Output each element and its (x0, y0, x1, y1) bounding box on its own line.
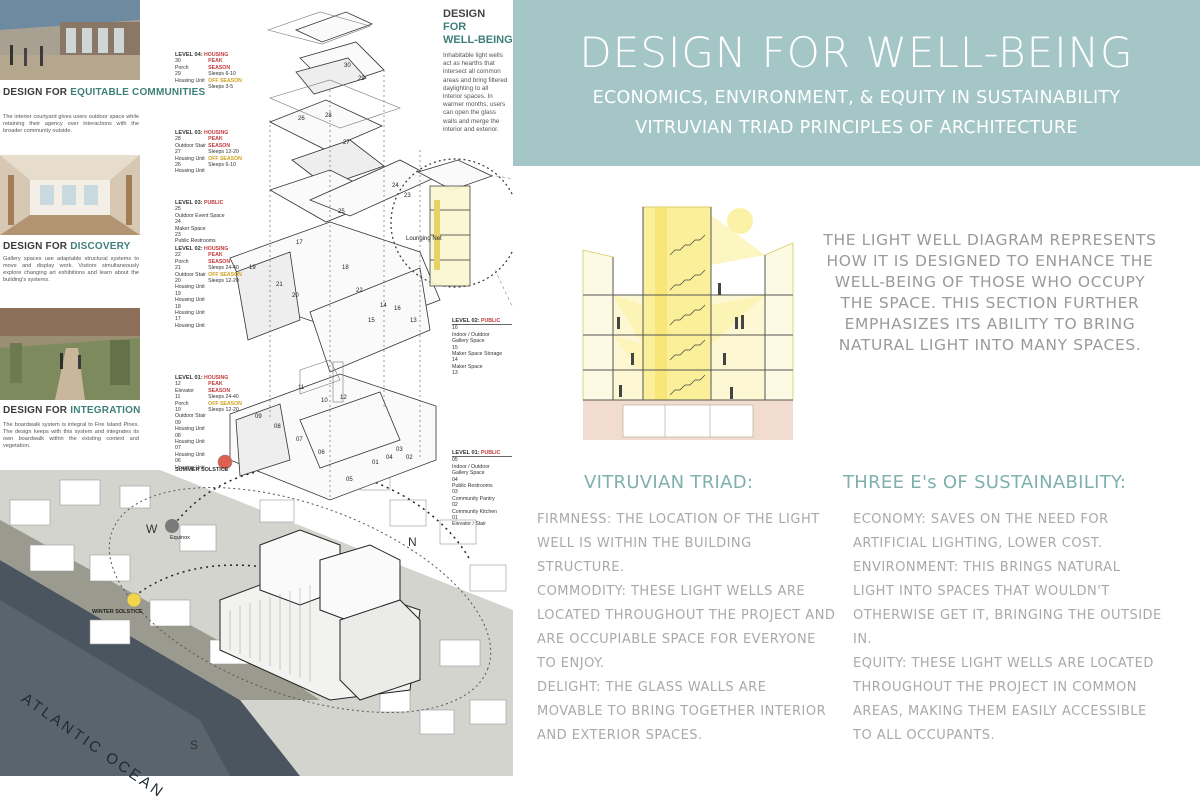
light-well-description: THE LIGHT WELL DIAGRAM REPRESENTS HOW IT… (823, 231, 1157, 354)
label-west: W (146, 522, 158, 536)
page-title: DESIGN FOR WELL-BEING (579, 28, 1134, 77)
caption-body-discovery: Gallery spaces use adaptable structural … (3, 256, 139, 283)
caption-body-equitable: The interior courtyard gives users outdo… (3, 114, 139, 134)
three-es-economy: ECONOMY: SAVES ON THE NEED FOR ARTIFICIA… (853, 512, 1109, 551)
vitruvian-firmness: FIRMNESS: THE LOCATION OF THE LIGHT WELL… (537, 512, 820, 575)
photo-courtyard (0, 0, 140, 80)
wellbeing-side-body: Inhabitable light wells act as hearths t… (443, 52, 508, 133)
caption-body-integration: The boardwalk system is integral to Fire… (3, 422, 139, 449)
vitruvian-title: VITRUVIAN TRIAD: (584, 472, 754, 493)
page-subtitle-2: VITRUVIAN TRIAD PRINCIPLES OF ARCHITECTU… (635, 118, 1078, 138)
label-winter-solstice: WINTER SOLSTICE (92, 609, 143, 615)
vitruvian-commodity: COMMODITY: THESE LIGHT WELLS ARE LOCATED… (537, 584, 836, 671)
header-band: DESIGN FOR WELL-BEING ECONOMICS, ENVIRON… (513, 0, 1200, 166)
label-equinox: Equinox (170, 535, 190, 541)
caption-title-integration: DESIGN FOR INTEGRATION (3, 405, 141, 416)
label-lounging-net: Lounging Net (406, 236, 442, 242)
vitruvian-body: FIRMNESS: THE LOCATION OF THE LIGHT WELL… (537, 508, 837, 748)
three-es-equity: EQUITY: THESE LIGHT WELLS ARE LOCATED TH… (853, 656, 1154, 743)
three-es-title: THREE E's OF SUSTAINABILITY: (843, 472, 1127, 493)
site-axon-drawing (0, 11, 513, 776)
wellbeing-side-title: DESIGN FOR WELL-BEING (443, 8, 513, 46)
caption-title-equitable: DESIGN FOR EQUITABLE COMMUNITIES (3, 87, 206, 98)
light-well-section-drawing (582, 206, 794, 440)
vitruvian-delight: DELIGHT: THE GLASS WALLS ARE MOVABLE TO … (537, 680, 827, 743)
photo-gallery (0, 155, 140, 235)
label-north: N (408, 535, 417, 549)
caption-title-discovery: DESIGN FOR DISCOVERY (3, 241, 131, 252)
photo-boardwalk (0, 308, 140, 400)
label-south: S (190, 738, 199, 752)
page-subtitle-1: ECONOMICS, ENVIRONMENT, & EQUITY IN SUST… (592, 88, 1121, 108)
three-es-environment: ENVIRONMENT: THIS BRINGS NATURAL LIGHT I… (853, 560, 1162, 647)
three-es-body: ECONOMY: SAVES ON THE NEED FOR ARTIFICIA… (853, 508, 1163, 748)
label-summer-solstice: SUMMER SOLSTICE (175, 467, 229, 473)
